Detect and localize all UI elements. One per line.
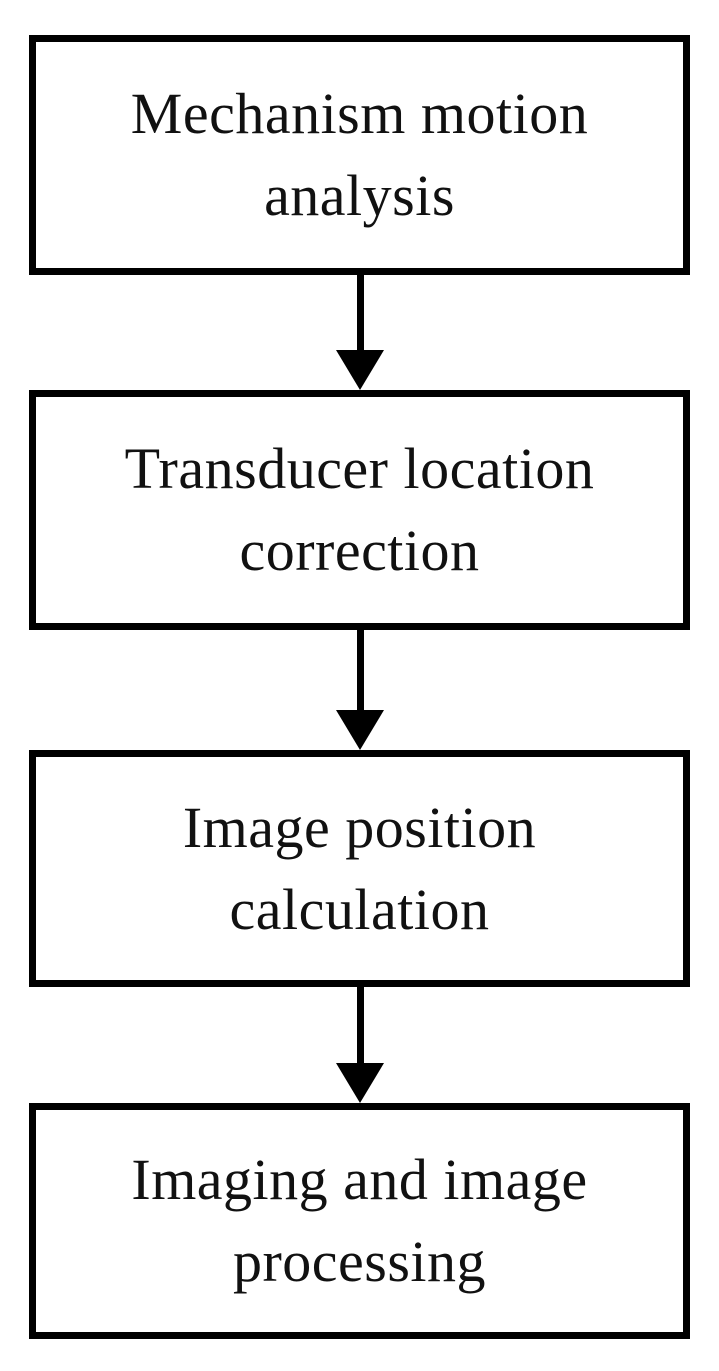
step-imaging-and-image-processing: Imaging and image processing [29,1103,690,1339]
arrow-shaft [357,630,364,713]
arrow-head-icon [336,350,384,390]
step-label-line-2: analysis [264,163,455,228]
step-transducer-location-correction: Transducer location correction [29,390,690,630]
arrow-shaft [357,987,364,1066]
step-label-line-1: Mechanism motion [130,81,589,146]
step-label-line-1: Image position [182,794,537,860]
down-arrow-1 [336,275,384,390]
step-label-line-1: Transducer location [124,436,595,501]
step-label-line-2: processing [232,1229,487,1294]
step-label-line-2: correction [239,518,480,583]
down-arrow-3 [336,987,384,1103]
down-arrow-2 [336,630,384,750]
step-label-line-2: calculation [229,876,490,942]
arrow-shaft [357,275,364,353]
step-label-line-1: Imaging and image [131,1147,588,1212]
step-image-position-calculation: Image position calculation [29,750,690,987]
step-mechanism-motion-analysis: Mechanism motion analysis [29,35,690,275]
arrow-head-icon [336,1063,384,1103]
arrow-head-icon [336,710,384,750]
